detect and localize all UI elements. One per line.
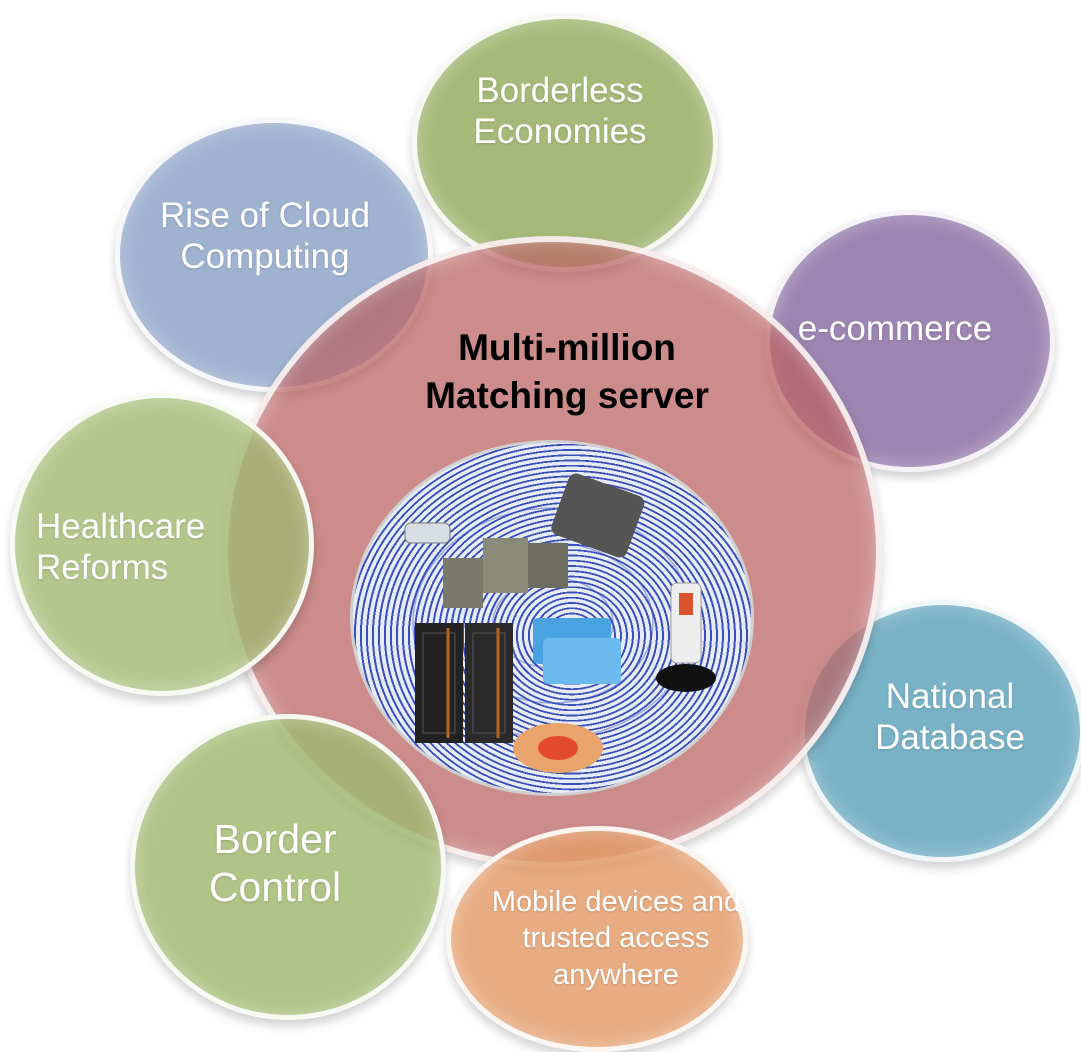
hub-title: Multi-million Matching server	[425, 327, 709, 417]
healthcare-circle	[10, 393, 314, 696]
national-label: National Database	[875, 677, 1025, 758]
borderless-circle	[412, 14, 718, 272]
server-rack-2	[465, 623, 513, 743]
server-rack-1	[415, 623, 463, 743]
borderless-label: Borderless Economies	[473, 71, 647, 152]
card-reader	[404, 522, 451, 544]
handheld-scanner	[551, 473, 645, 558]
healthcare-label: Healthcare Reforms	[36, 507, 206, 588]
cloud-circle	[115, 118, 433, 392]
mobile-label: Mobile devices and trusted access anywhe…	[491, 886, 738, 991]
fingerprint-reader	[670, 582, 702, 664]
board-3	[528, 543, 568, 588]
mobile-label-clip: Mobile devices and trusted access anywhe…	[446, 826, 738, 1052]
border-label: Border Control	[208, 816, 342, 911]
devices-illustration	[404, 473, 716, 773]
ecommerce-label: e-commerce	[797, 309, 993, 348]
cloud-label: Rise of Cloud Computing	[159, 196, 371, 277]
board-2	[483, 538, 528, 593]
mobile-circle	[446, 826, 748, 1052]
board-1	[443, 558, 483, 608]
id-card-2	[543, 638, 621, 684]
biometric-devices-image	[350, 440, 754, 796]
border-circle	[130, 714, 446, 1020]
